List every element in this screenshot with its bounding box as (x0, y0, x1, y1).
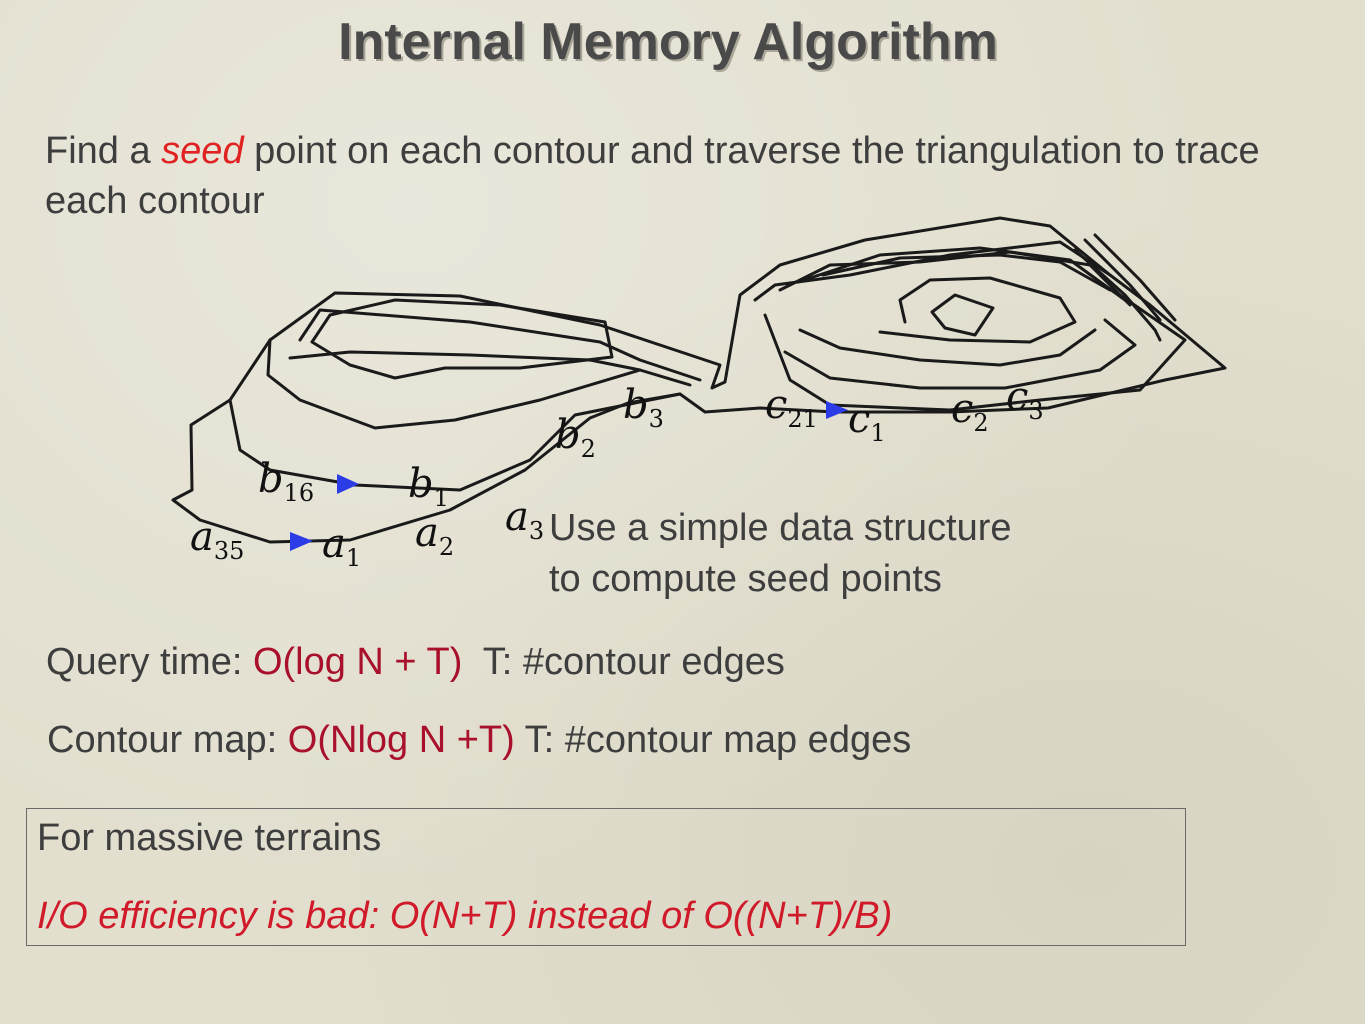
label-c3: c3 (1006, 374, 1044, 425)
label-c2: c2 (951, 386, 989, 437)
contour-map-time: Contour map: O(Nlog N +T) T: #contour ma… (47, 715, 911, 765)
cmap-explain: T: #contour map edges (514, 719, 912, 761)
label-a35: a35 (190, 514, 244, 565)
cmap-complexity: O(Nlog N +T) (287, 719, 515, 761)
seed-note-line2: to compute seed points (549, 558, 942, 600)
label-b3: b3 (623, 382, 664, 433)
contour-right-peak (930, 293, 995, 337)
contour-left-inner-2 (298, 308, 702, 382)
intro-after: point on each contour and traverse the t… (45, 130, 1260, 222)
seed-arrow-a (290, 532, 313, 551)
label-a2: a2 (415, 510, 454, 561)
label-a1: a1 (322, 521, 361, 572)
seed-arrows (290, 401, 848, 551)
label-a3: a3 (505, 494, 544, 545)
contour-lines (171, 216, 1227, 544)
intro-before: Find a (45, 130, 162, 172)
box-warning: I/O efficiency is bad: O(N+T) instead of… (37, 895, 893, 937)
label-c1: c1 (848, 396, 886, 447)
label-b1: b1 (408, 461, 449, 512)
intro-text: Find a seed point on each contour and tr… (45, 126, 1335, 226)
contour-right-cliff (1073, 233, 1177, 342)
seed-note: Use a simple data structure to compute s… (549, 503, 1109, 605)
contour-c (753, 240, 1187, 412)
label-b16: b16 (258, 456, 314, 507)
seed-note-line1: Use a simple data structure (549, 507, 1012, 549)
contour-left-inner-1 (288, 350, 692, 387)
contour-left-inner-3 (310, 298, 614, 380)
label-c21: c21 (765, 382, 818, 433)
query-time: Query time: O(log N + T) T: #contour edg… (46, 637, 785, 687)
contour-b (228, 338, 682, 492)
contour-a (171, 216, 1227, 544)
seed-arrow-c (826, 401, 848, 419)
slide-title: Internal Memory Algorithm (338, 13, 998, 71)
box-heading: For massive terrains (37, 817, 382, 859)
cmap-label: Contour map: (47, 719, 288, 761)
query-complexity: O(log N + T) (252, 641, 463, 683)
massive-terrains-box: For massive terrains I/O efficiency is b… (26, 808, 1186, 946)
label-b2: b2 (555, 412, 596, 463)
query-explain: T: #contour edges (462, 641, 785, 683)
contour-right-inner-2 (796, 246, 1127, 367)
seed-arrow-b (337, 474, 359, 494)
contour-right-inner-3 (821, 253, 1112, 344)
seed-highlight: seed (161, 130, 244, 172)
query-label: Query time: (46, 641, 253, 683)
